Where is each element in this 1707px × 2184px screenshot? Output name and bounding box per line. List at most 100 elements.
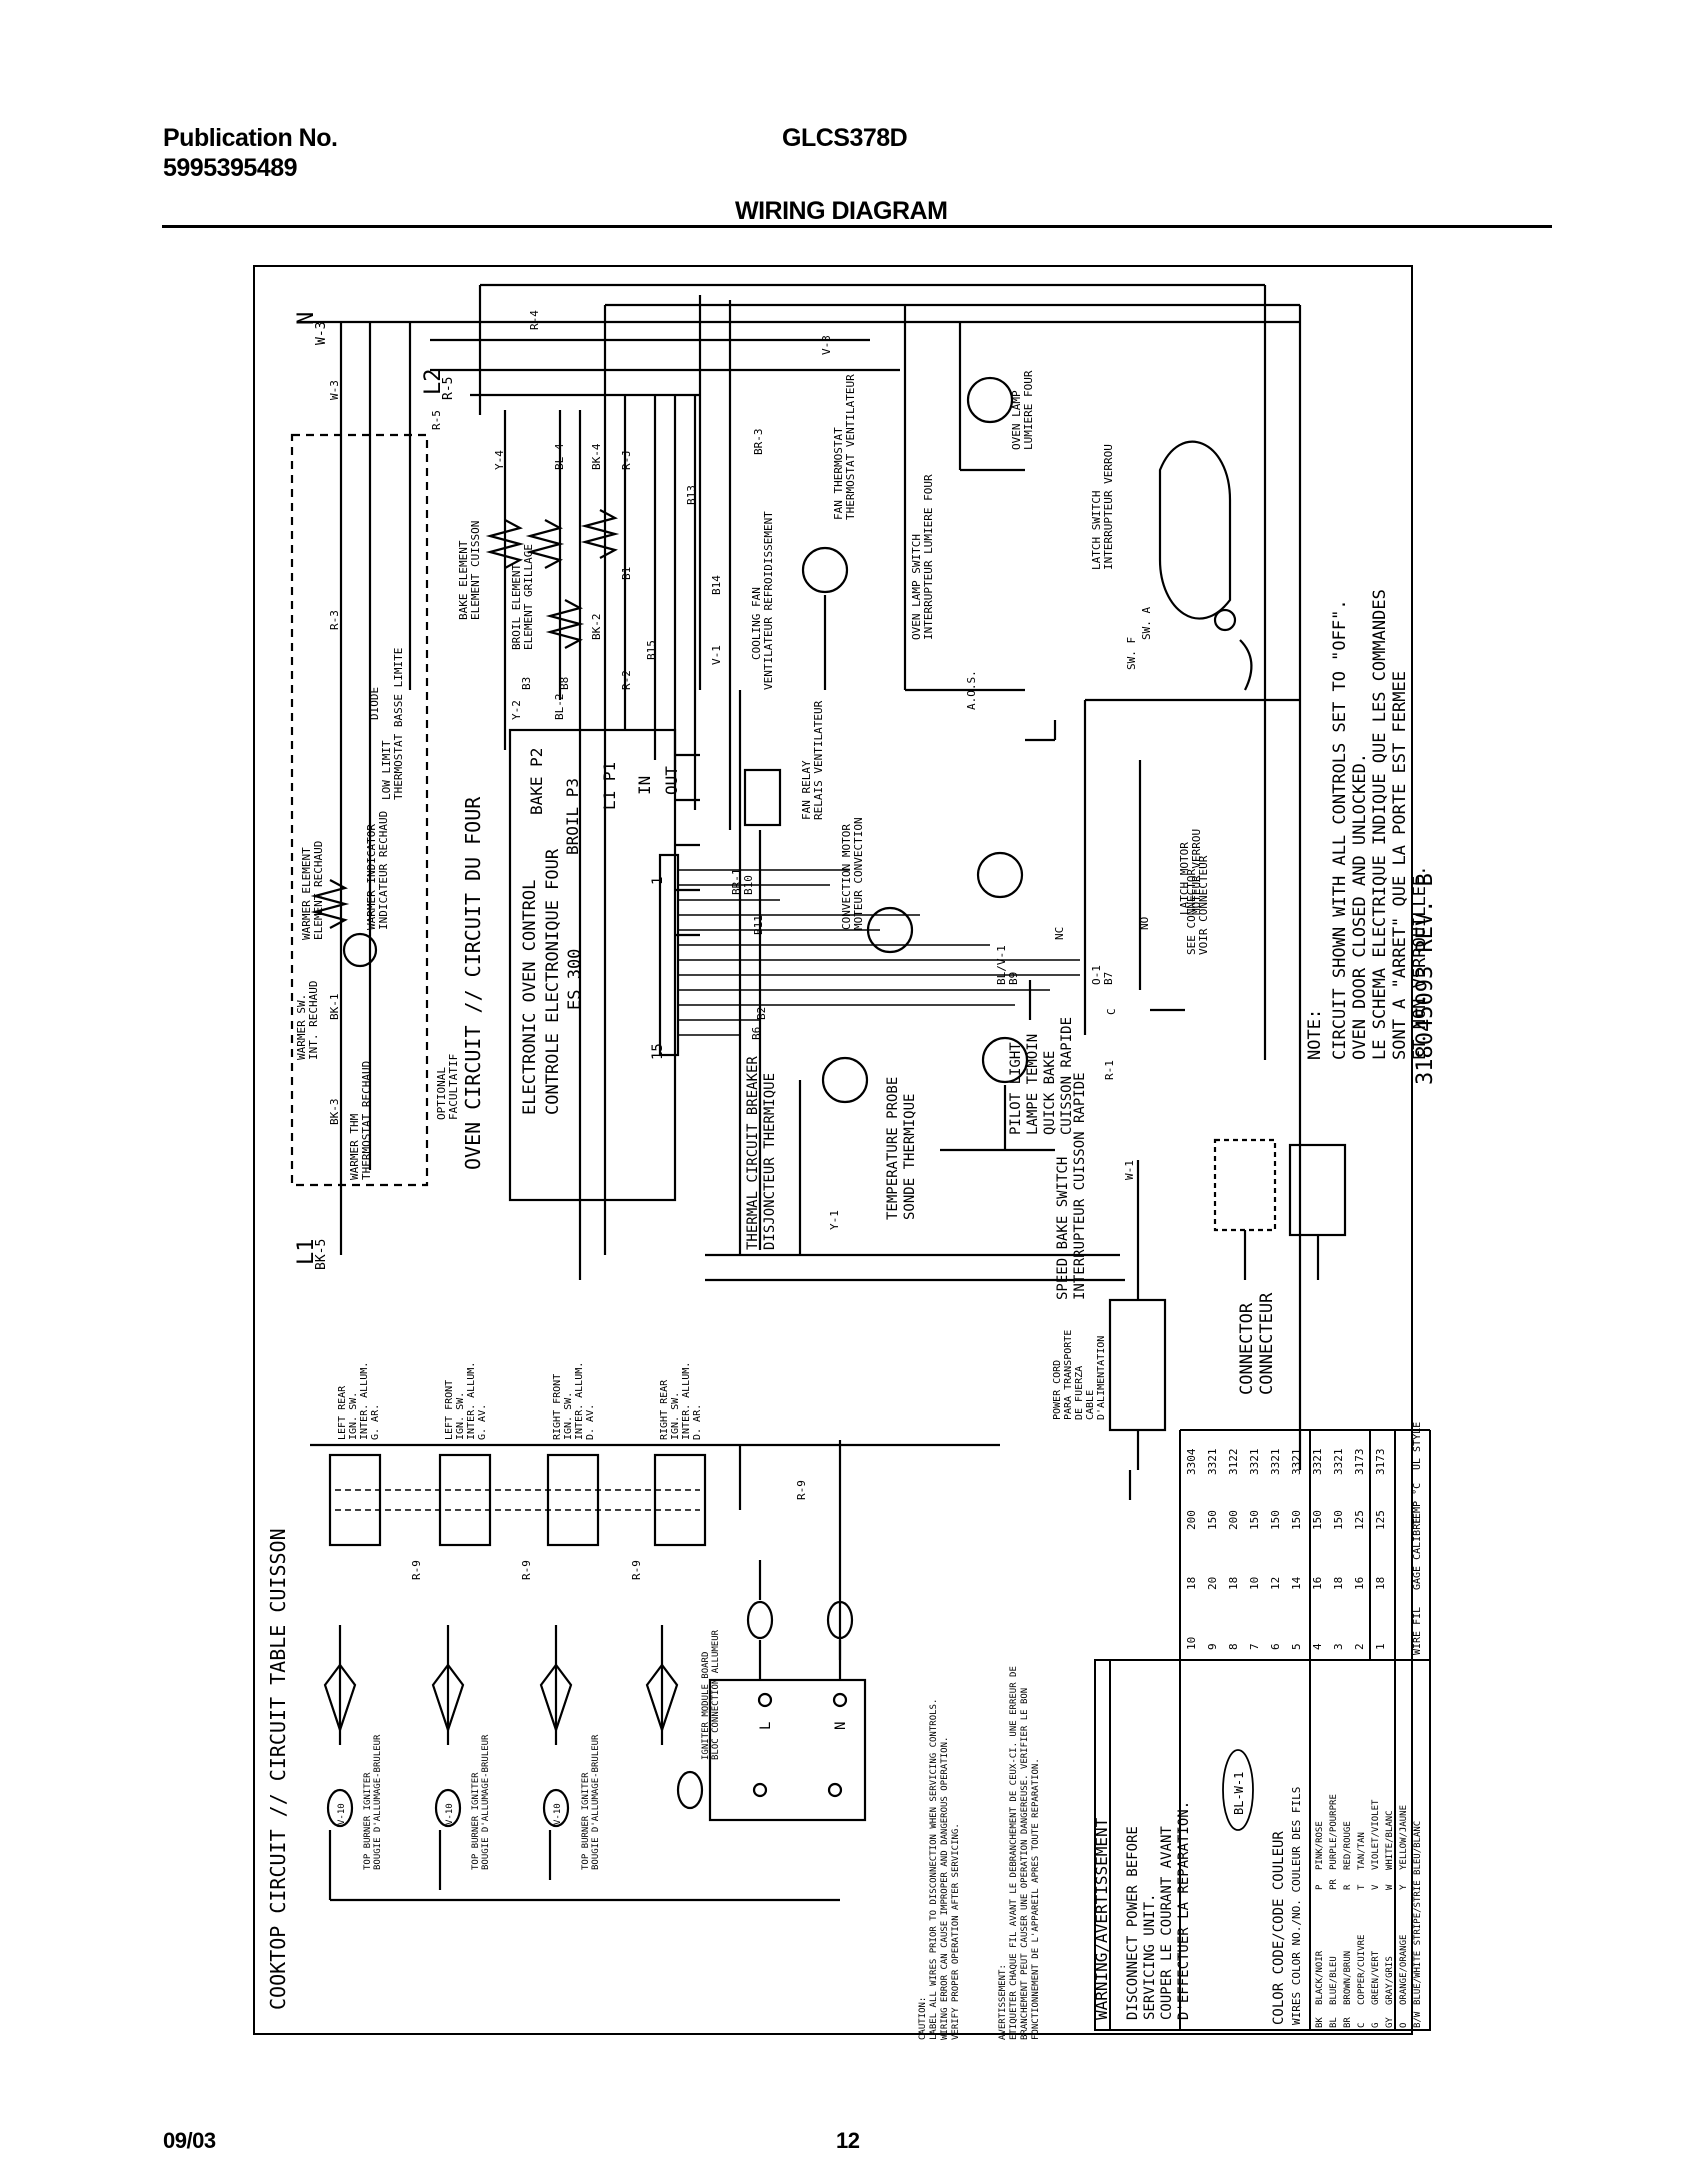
gauge-temp: 125 (1353, 1510, 1366, 1530)
wire-label: R-2 (620, 670, 633, 690)
caution-line: WIRING ERROR CAN CAUSE IMPROPER AND DANG… (940, 1737, 950, 2040)
gauge-gage: 18 (1374, 1577, 1387, 1590)
warmer-label: THERMOSTAT BASSE LIMITE (392, 648, 405, 800)
warmer-label: WARMER INDICATOR (365, 824, 378, 930)
gauge-gage: 16 (1311, 1577, 1324, 1590)
warmer-label: DIODE (368, 687, 381, 720)
wire-label: R-3 (328, 610, 341, 630)
wire-label: B2 (755, 1007, 768, 1020)
color-code-abbr: G (1371, 2023, 1381, 2028)
wire-label: V-1 (710, 645, 723, 665)
gauge-ul-style: 3321 (1206, 1449, 1219, 1476)
warmer-label: INDICATEUR RECHAUD (377, 811, 390, 930)
oven-section-title: OVEN CIRCUIT // CIRCUIT DU FOUR (461, 796, 485, 1170)
color-code-name: PURPLE/POURPRE (1329, 1794, 1339, 1870)
color-code-abbr: BK (1315, 2017, 1325, 2028)
burner-switch-label: INTER. ALLUM. (359, 1362, 370, 1440)
igniter-label: TOP BURNER IGNITER (471, 1772, 481, 1870)
page-title: WIRING DIAGRAM (735, 197, 948, 225)
warmer-label: WARMER THM (348, 1113, 361, 1180)
power-cord-label: DE FUERZA (1074, 1366, 1085, 1420)
gauge-temp: 150 (1311, 1510, 1324, 1530)
warmer-label: FACULTATIF (447, 1054, 460, 1120)
color-code-abbr: B/W (1413, 2011, 1423, 2028)
wire-label: B8 (558, 677, 571, 690)
footer-page: 12 (836, 2128, 860, 2153)
switch-wire-label: R-9 (630, 1560, 643, 1580)
wire-label: R-4 (528, 310, 541, 330)
wire-label: W-3 (328, 380, 341, 400)
component-label: ELEMENT GRILLAGE (522, 544, 535, 650)
burner-switch-label: D. AV. (585, 1404, 596, 1440)
gauge-header: GAGE CALIBRE (1412, 1518, 1423, 1590)
control-pin-bake: BAKE P2 (527, 748, 546, 815)
color-code-name: PINK/ROSE (1315, 1821, 1325, 1870)
wire-label: BL-2 (553, 694, 566, 721)
burner-switch-label: D. AR. (692, 1404, 703, 1440)
warmer-label: OPTIONAL (435, 1067, 448, 1120)
component-label: LATCH MOTOR (1178, 842, 1191, 915)
wire-label: BK-4 (590, 443, 603, 470)
avertissement-line: FONCTIONNEMENT DE L'APPAREIL APRES TOUTE… (1031, 1758, 1041, 2040)
burner-switch-label: IGN. SW. (563, 1392, 574, 1440)
component-label: TEMPERATURE PROBE (885, 1077, 901, 1220)
wire-label: B13 (685, 485, 698, 505)
gauge-header: WIRE FIL (1412, 1607, 1423, 1655)
gauge-gage: 18 (1185, 1577, 1198, 1590)
color-code-abbr: P (1315, 1884, 1325, 1890)
warning-line: DISCONNECT POWER BEFORE (1125, 1826, 1141, 2020)
wire-number-caption: WIRES COLOR NO./NO. COULEUR DES FILS (1290, 1787, 1303, 2025)
footer-date: 09/03 (163, 2128, 216, 2153)
switch-wire-label: R-9 (520, 1560, 533, 1580)
igniter-wire-label: V-10 (445, 1803, 455, 1825)
gauge-gage: 18 (1227, 1577, 1240, 1590)
gauge-gage: 20 (1206, 1577, 1219, 1590)
component-label: PILOT LIGHT (1008, 1042, 1024, 1135)
color-code-name: BLUE/WHITE STRIPE/STRIE BLEU/BLANC (1413, 1821, 1423, 2005)
module-terminal-l: L (758, 1722, 774, 1730)
publication-number: 5995395489 (163, 154, 298, 182)
burner-switch-label: LEFT REAR (337, 1385, 348, 1440)
warmer-label: ELEMENT RECHAUD (312, 841, 325, 940)
control-pin-last: 15 (650, 1043, 666, 1060)
burner-switch-label: INTER. ALLUM. (466, 1362, 477, 1440)
control-pin-in: IN (635, 776, 654, 795)
wire-label: BR-3 (752, 429, 765, 456)
gauge-wire: 1 (1374, 1643, 1387, 1650)
gauge-wire: 7 (1248, 1643, 1261, 1650)
wire-label: B6 (750, 1027, 763, 1040)
control-pin-l1: L1 P1 (600, 762, 619, 810)
terminal-n-wire: W-3 (314, 322, 329, 345)
color-code-name: BLUE/BLEU (1329, 1956, 1339, 2005)
note-line: ET NON VERROUILLEE. (1410, 866, 1430, 1060)
color-code-abbr: T (1357, 1884, 1367, 1890)
wire-label: BK-1 (328, 994, 341, 1021)
gauge-temp: 200 (1185, 1510, 1198, 1530)
component-label: INTERRUPTEUR LUMIERE FOUR (922, 474, 935, 640)
burner-switch-label: G. AV. (477, 1404, 488, 1440)
color-code-abbr: C (1357, 2023, 1367, 2028)
component-label: COOLING FAN (750, 587, 763, 660)
connector-label: CONNECTEUR (1257, 1292, 1277, 1395)
gauge-wire: 6 (1269, 1643, 1282, 1650)
terminal-l2-wire: R-5 (441, 377, 456, 400)
wire-label: R-5 (430, 410, 443, 430)
oven-control-name: ELECTRONIC OVEN CONTROL (520, 880, 540, 1115)
component-label: SW. A (1140, 607, 1153, 640)
color-code-abbr: Y (1399, 1884, 1409, 1890)
component-label: INTERRUPTEUR VERROU (1102, 444, 1115, 570)
component-label: FAN THERMOSTAT (832, 427, 845, 520)
color-code-name: VIOLET/VIOLET (1371, 1799, 1381, 1870)
gauge-wire: 10 (1185, 1637, 1198, 1650)
header-rule (162, 225, 1552, 228)
igniter-label: BOUGIE D'ALLUMAGE-BRULEUR (591, 1734, 601, 1870)
color-code-name: ORANGE/ORANGE (1399, 1935, 1409, 2005)
avertissement-line: BRANCHEMENT PEUT CAUSER UNE OPERATION DA… (1020, 1688, 1030, 2040)
note-line: SONT A "ARRET" QUE LA PORTE EST FERMEE (1390, 671, 1410, 1060)
wire-label: Y-2 (510, 700, 523, 720)
color-code-name: WHITE/BLANC (1385, 1810, 1395, 1870)
component-label: MOTEUR CONVECTION (852, 817, 865, 930)
burner-switch-label: IGN. SW. (455, 1392, 466, 1440)
warning-example: BL-W-1 (1232, 1772, 1246, 1815)
wire-label: NC (1053, 927, 1066, 940)
